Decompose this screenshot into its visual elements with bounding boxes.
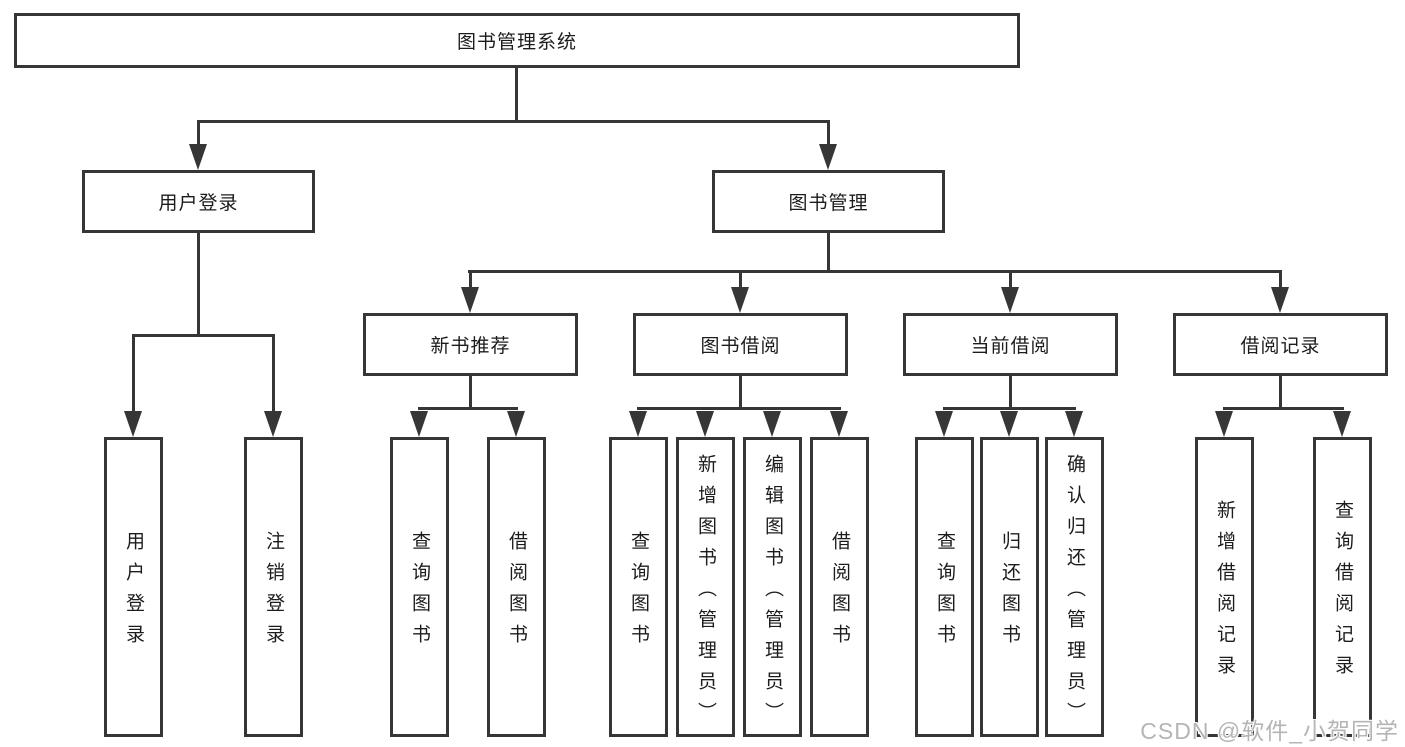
- node-book-borrowing: 图书借阅: [633, 313, 848, 376]
- leaf-query-borrow-record: 查询借阅记录: [1313, 437, 1372, 737]
- connector-line: [1223, 407, 1344, 410]
- connector-line: [197, 120, 200, 148]
- connector-line: [469, 376, 472, 410]
- leaf-label: 编辑图书（管理员）: [762, 453, 783, 733]
- connector-line: [515, 68, 518, 120]
- watermark: CSDN @软件_小贺同学: [1140, 718, 1399, 744]
- connector-line: [739, 270, 742, 290]
- arrowhead-icon: [1333, 411, 1351, 437]
- connector-line: [827, 233, 830, 270]
- connector-line: [943, 407, 1076, 410]
- arrowhead-icon: [1000, 411, 1018, 437]
- node-book-management: 图书管理: [712, 170, 945, 233]
- connector-line: [637, 407, 841, 410]
- connector-line: [272, 334, 275, 414]
- arrowhead-icon: [629, 411, 647, 437]
- leaf-label: 借阅图书: [506, 531, 527, 655]
- arrowhead-icon: [830, 411, 848, 437]
- arrowhead-icon: [124, 411, 142, 437]
- node-current-borrowing: 当前借阅: [903, 313, 1118, 376]
- arrowhead-icon: [189, 144, 207, 170]
- connector-line: [468, 270, 1282, 273]
- leaf-label: 确认归还（管理员）: [1064, 453, 1085, 733]
- arrowhead-icon: [731, 287, 749, 313]
- arrowhead-icon: [1001, 287, 1019, 313]
- leaf-query-books-current: 查询图书: [915, 437, 974, 737]
- arrowhead-icon: [507, 411, 525, 437]
- leaf-borrow-books-borrowing: 借阅图书: [810, 437, 869, 737]
- node-user-login: 用户登录: [82, 170, 315, 233]
- leaf-logout-login: 注销登录: [244, 437, 303, 737]
- arrowhead-icon: [696, 411, 714, 437]
- arrowhead-icon: [819, 144, 837, 170]
- leaf-borrow-books-recommend: 借阅图书: [487, 437, 546, 737]
- arrowhead-icon: [1271, 287, 1289, 313]
- arrowhead-icon: [410, 411, 428, 437]
- connector-line: [827, 120, 830, 148]
- connector-line: [197, 120, 830, 123]
- connector-line: [1009, 376, 1012, 410]
- connector-line: [739, 376, 742, 410]
- leaf-confirm-return-admin: 确认归还（管理员）: [1045, 437, 1104, 737]
- connector-line: [418, 407, 518, 410]
- connector-line: [132, 334, 275, 337]
- leaf-label: 查询图书: [934, 531, 955, 655]
- arrowhead-icon: [763, 411, 781, 437]
- arrowhead-icon: [1215, 411, 1233, 437]
- leaf-label: 新增借阅记录: [1214, 500, 1235, 686]
- connector-line: [132, 334, 135, 414]
- leaf-add-borrow-record: 新增借阅记录: [1195, 437, 1254, 737]
- connector-line: [1279, 376, 1282, 410]
- arrowhead-icon: [461, 287, 479, 313]
- connector-line: [1009, 270, 1012, 290]
- leaf-query-books-recommend: 查询图书: [390, 437, 449, 737]
- leaf-label: 查询图书: [628, 531, 649, 655]
- leaf-label: 用户登录: [123, 531, 144, 655]
- arrowhead-icon: [1065, 411, 1083, 437]
- leaf-label: 借阅图书: [829, 531, 850, 655]
- leaf-label: 查询借阅记录: [1332, 500, 1353, 686]
- arrowhead-icon: [264, 411, 282, 437]
- leaf-return-books: 归还图书: [980, 437, 1039, 737]
- leaf-label: 归还图书: [999, 531, 1020, 655]
- leaf-user-login: 用户登录: [104, 437, 163, 737]
- node-root: 图书管理系统: [14, 13, 1020, 68]
- node-borrowing-records: 借阅记录: [1173, 313, 1388, 376]
- connector-line: [1279, 270, 1282, 290]
- arrowhead-icon: [935, 411, 953, 437]
- leaf-label: 新增图书（管理员）: [695, 453, 716, 733]
- connector-line: [469, 270, 472, 290]
- connector-line: [197, 233, 200, 334]
- leaf-label: 查询图书: [409, 531, 430, 655]
- leaf-label: 注销登录: [263, 531, 284, 655]
- leaf-add-book-admin: 新增图书（管理员）: [676, 437, 735, 737]
- node-new-book-recommendation: 新书推荐: [363, 313, 578, 376]
- leaf-query-books-borrowing: 查询图书: [609, 437, 668, 737]
- leaf-edit-book-admin: 编辑图书（管理员）: [743, 437, 802, 737]
